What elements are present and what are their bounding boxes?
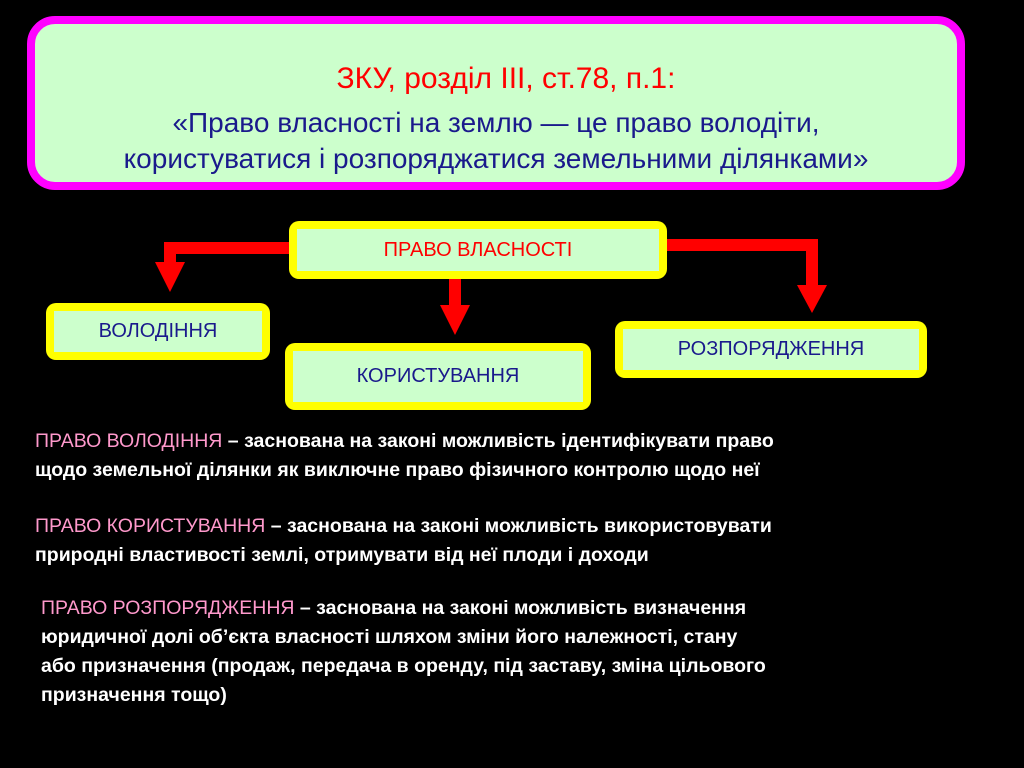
definition-text: – заснована на законі можливість викорис… xyxy=(265,515,772,537)
definition-volodinnia: ПРАВО ВОЛОДІННЯ – заснована на законі мо… xyxy=(35,427,1020,485)
node-volodinnia: ВОЛОДІННЯ xyxy=(46,303,270,360)
definition-term: ПРАВО РОЗПОРЯДЖЕННЯ xyxy=(41,597,295,619)
definition-term: ПРАВО КОРИСТУВАННЯ xyxy=(35,515,266,537)
arrow-head-korystuvannia xyxy=(440,305,470,335)
definition-line: природні властивості землі, отримувати в… xyxy=(35,544,649,566)
node-pravo-vlasnosti-label: ПРАВО ВЛАСНОСТІ xyxy=(297,229,659,271)
definition-term: ПРАВО ВОЛОДІННЯ xyxy=(35,430,223,452)
node-rozporiadzhennia-label: РОЗПОРЯДЖЕННЯ xyxy=(623,329,919,370)
node-volodinnia-label: ВОЛОДІННЯ xyxy=(54,311,262,352)
header-title: ЗКУ, розділ ІІІ, ст.78, п.1: xyxy=(336,62,676,95)
definition-line: призначення тощо) xyxy=(41,684,227,706)
definition-text: – заснована на законі можливість ідентиф… xyxy=(222,430,774,452)
definition-line: юридичної долі об’єкта власності шляхом … xyxy=(41,626,738,648)
arrow-to-rozporiadzhennia xyxy=(655,239,818,290)
definition-line: ПРАВО ВОЛОДІННЯ – заснована на законі мо… xyxy=(35,427,1020,456)
definition-text: – заснована на законі можливість визначе… xyxy=(294,597,747,619)
definition-rozporiadzhennia: ПРАВО РОЗПОРЯДЖЕННЯ – заснована на закон… xyxy=(41,594,1011,710)
header-box: ЗКУ, розділ ІІІ, ст.78, п.1: «Право влас… xyxy=(27,16,965,190)
arrow-head-volodinnia xyxy=(155,262,185,292)
node-rozporiadzhennia: РОЗПОРЯДЖЕННЯ xyxy=(615,321,927,378)
node-korystuvannia-label: КОРИСТУВАННЯ xyxy=(293,351,583,402)
definition-line: або призначення (продаж, передача в орен… xyxy=(41,655,766,677)
definition-korystuvannia: ПРАВО КОРИСТУВАННЯ – заснована на законі… xyxy=(35,512,1020,570)
definition-line: ПРАВО КОРИСТУВАННЯ – заснована на законі… xyxy=(35,512,1020,541)
node-korystuvannia: КОРИСТУВАННЯ xyxy=(285,343,591,410)
arrow-head-rozporiadzhennia xyxy=(797,285,827,313)
definition-quote-line-2: користуватися і розпоряджатися земельним… xyxy=(123,143,869,174)
node-pravo-vlasnosti: ПРАВО ВЛАСНОСТІ xyxy=(289,221,667,279)
arrow-to-volodinnia xyxy=(164,242,300,268)
definition-line: щодо земельної ділянки як виключне право… xyxy=(35,459,760,481)
definition-quote-line-1: «Право власності на землю — це право вол… xyxy=(172,107,820,138)
definition-line: ПРАВО РОЗПОРЯДЖЕННЯ – заснована на закон… xyxy=(41,594,1011,623)
